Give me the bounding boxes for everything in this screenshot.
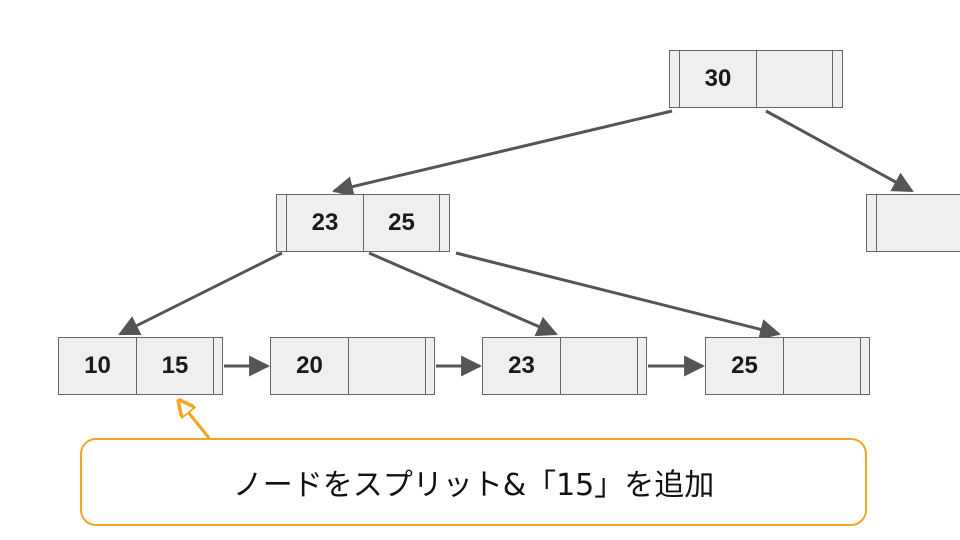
root-key-1: 30 xyxy=(704,65,732,92)
internal-node-right xyxy=(866,194,960,252)
leaf-1-key-1: 10 xyxy=(84,352,111,379)
edge-internal-to-leaf-1 xyxy=(118,251,283,336)
internal-left-key-1: 23 xyxy=(311,209,339,236)
root-node: 30 xyxy=(669,50,843,108)
leaf-1-key-2: 15 xyxy=(136,338,213,394)
leaf-4-key-2 xyxy=(783,338,860,394)
split-callout: ノードをスプリット&「15」を追加 xyxy=(80,438,867,526)
internal-right-key-1 xyxy=(877,195,960,251)
leaf-3-key-2 xyxy=(560,338,637,394)
edge-root-to-left-internal xyxy=(331,109,673,197)
edge-root-to-right-internal xyxy=(765,109,914,193)
split-callout-text: ノードをスプリット&「15」を追加 xyxy=(232,468,715,503)
internal-node-left: 23 25 xyxy=(276,194,450,252)
leaf-2-key-2 xyxy=(348,338,425,394)
leaf-node-1: 10 15 xyxy=(58,337,223,395)
callout-pointer-arrow xyxy=(180,402,211,439)
root-key-2 xyxy=(756,51,832,107)
leaf-node-3: 23 xyxy=(482,337,647,395)
leaf-2-key-1: 20 xyxy=(296,352,323,379)
leaf-4-key-1: 25 xyxy=(731,352,758,379)
leaf-node-4: 25 xyxy=(705,337,870,395)
edge-internal-to-leaf-4 xyxy=(455,251,782,340)
edge-internal-to-leaf-3 xyxy=(368,251,558,337)
internal-left-key-2: 25 xyxy=(363,195,439,251)
leaf-3-key-1: 23 xyxy=(508,352,535,379)
leaf-node-2: 20 xyxy=(270,337,435,395)
